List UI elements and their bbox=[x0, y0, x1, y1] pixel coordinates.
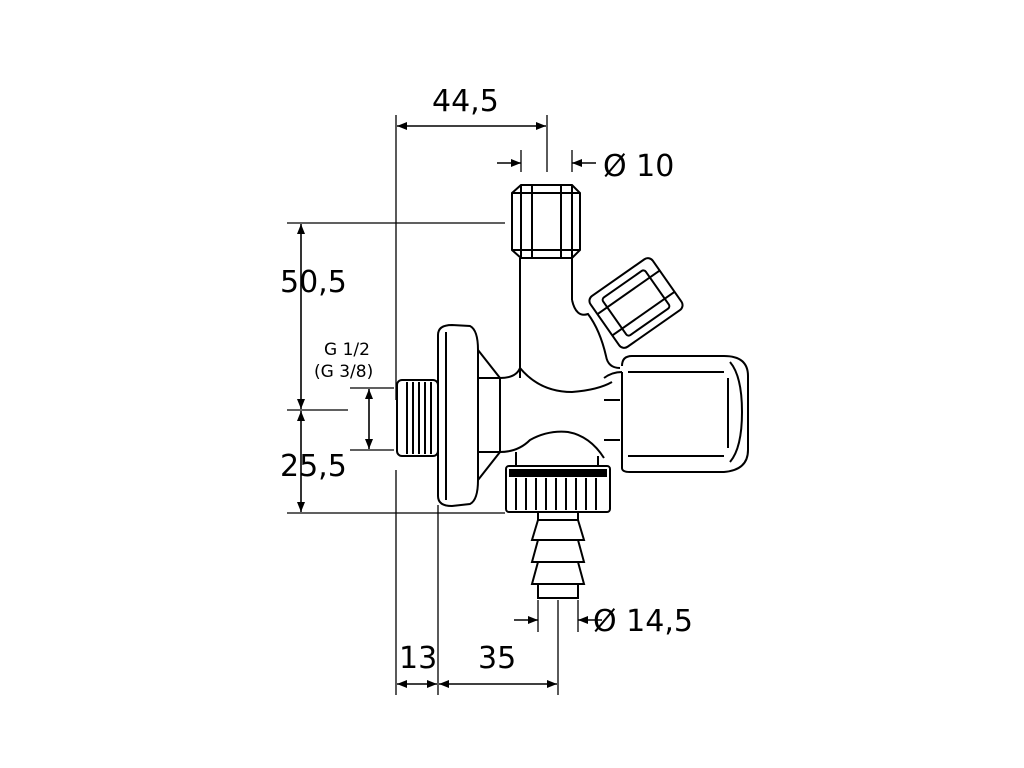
dim-thread-secondary: (G 3/8) bbox=[314, 362, 373, 382]
right-handle bbox=[621, 355, 749, 473]
dim-top-width: 44,5 bbox=[432, 84, 499, 119]
dim-pipe-diameter: Ø 10 bbox=[603, 149, 674, 184]
top-hex-nut bbox=[511, 184, 581, 259]
dim-hose-diameter: Ø 14,5 bbox=[593, 604, 693, 639]
dim-thread-primary: G 1/2 bbox=[324, 340, 370, 360]
dim-height-upper: 50,5 bbox=[280, 265, 347, 300]
valve-body bbox=[499, 258, 623, 466]
dim-height-lower: 25,5 bbox=[280, 449, 347, 484]
diagonal-nut bbox=[588, 257, 684, 349]
upper-stem bbox=[519, 258, 573, 378]
bottom-knurled-nut bbox=[505, 465, 611, 513]
wall-flange bbox=[437, 323, 501, 508]
extension-lines bbox=[287, 115, 579, 695]
dim-hose-offset: 35 bbox=[478, 641, 516, 676]
dimension-lines bbox=[297, 122, 602, 688]
dim-flange-offset: 13 bbox=[399, 641, 437, 676]
hose-barb bbox=[530, 513, 586, 599]
threaded-inlet bbox=[396, 379, 439, 457]
main-body bbox=[499, 367, 623, 459]
